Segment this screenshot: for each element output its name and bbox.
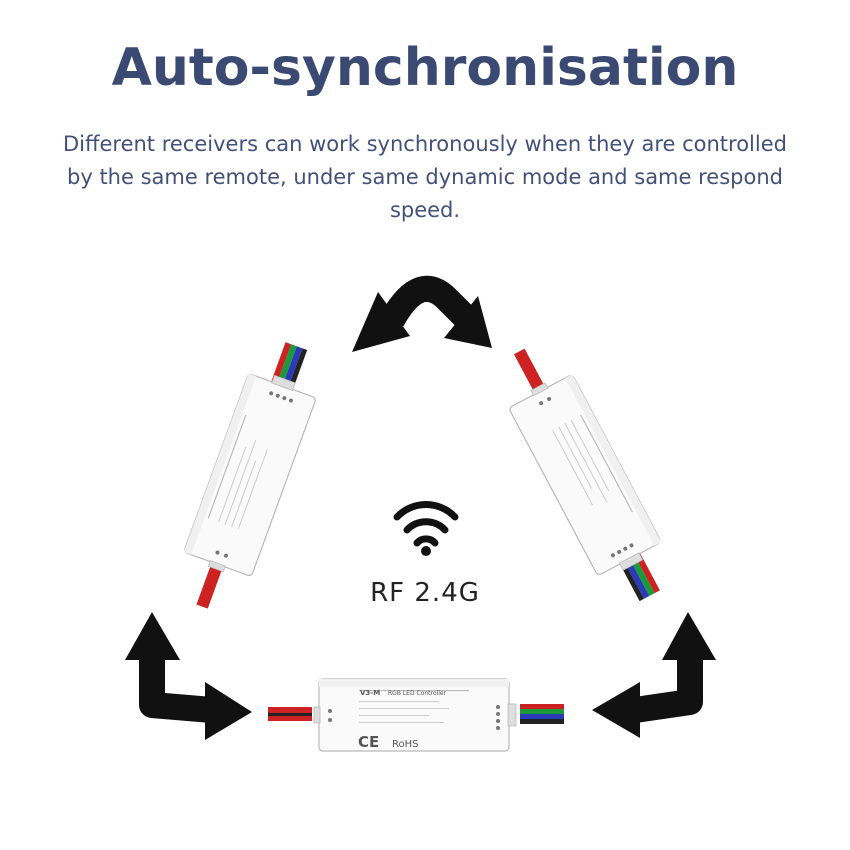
bottom-left-double-arrow-icon (125, 612, 252, 740)
controller-name: RGB LED Controller (388, 690, 447, 697)
top-double-arrow-icon (352, 275, 492, 352)
ce-mark: CE (358, 733, 379, 751)
rf-frequency-label: RF 2.4G (370, 578, 480, 608)
page-description: Different receivers can work synchronous… (63, 132, 787, 222)
rohs-mark: RoHS (392, 739, 418, 750)
controller-left (181, 342, 320, 609)
bottom-right-double-arrow-icon (592, 612, 716, 738)
page-title: Auto-synchronisation (111, 38, 739, 98)
wifi-icon (393, 501, 459, 547)
controller-model: V3-M (360, 689, 380, 697)
wire-bundle-right (520, 704, 564, 709)
controller-right (505, 348, 666, 602)
wifi-dot (421, 546, 431, 556)
controller-bottom: V3-M RGB LED Controller CE RoHS (268, 678, 564, 752)
